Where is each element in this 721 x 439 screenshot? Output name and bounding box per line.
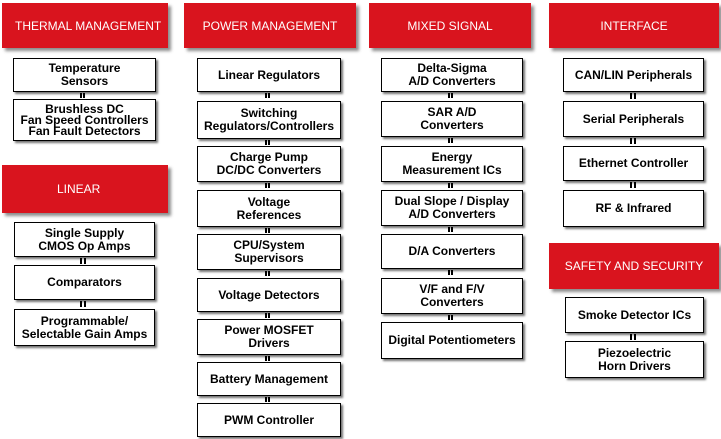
thermal-header: THERMAL MANAGEMENT <box>2 3 168 48</box>
mixed-item-digital-potentiometers: Digital Potentiometers <box>381 322 523 359</box>
linear-item-label: Comparators <box>47 275 122 289</box>
connector <box>448 227 453 232</box>
interface-header: INTERFACE <box>549 3 719 48</box>
mixed-header-label: MIXED SIGNAL <box>407 18 493 33</box>
connector <box>448 138 453 143</box>
interface-item-ethernet: Ethernet Controller <box>563 146 704 181</box>
interface-item-label: CAN/LIN Peripherals <box>574 67 693 82</box>
connector <box>265 397 270 402</box>
linear-header: LINEAR <box>2 165 168 213</box>
connector <box>80 258 86 264</box>
power-header-label: POWER MANAGEMENT <box>202 18 338 33</box>
connector <box>448 315 453 320</box>
connector <box>265 228 270 233</box>
connector <box>265 271 270 276</box>
connector <box>630 93 636 99</box>
connector <box>630 138 636 144</box>
connector <box>265 140 270 145</box>
mixed-item-label: Digital Potentiometers <box>388 333 516 347</box>
connector <box>265 183 270 188</box>
power-header: POWER MANAGEMENT <box>184 3 356 48</box>
interface-header-label: INTERFACE <box>600 18 668 33</box>
safety-item-smoke-detector: Smoke Detector ICs <box>565 297 704 333</box>
mixed-header: MIXED SIGNAL <box>369 3 531 48</box>
thermal-header-label: THERMAL MANAGEMENT <box>15 18 162 33</box>
interface-item-label: Serial Peripherals <box>582 111 685 126</box>
connector <box>630 334 636 340</box>
power-item-label: Battery Management <box>209 371 329 386</box>
mixed-item-da-converters: D/A Converters <box>381 234 523 269</box>
interface-item-label: RF & Infrared <box>595 201 672 215</box>
power-item-linear-regulators: Linear Regulators <box>197 58 341 92</box>
linear-header-label: LINEAR <box>57 182 101 196</box>
safety-header-label: SAFETY AND SECURITY <box>564 259 704 273</box>
connector <box>630 182 636 188</box>
power-item-pwm-controller: PWM Controller <box>197 403 341 437</box>
connector <box>265 313 270 318</box>
mixed-item-label: D/A Converters <box>408 244 496 258</box>
power-item-label: Linear Regulators <box>217 67 321 82</box>
connector <box>448 270 453 275</box>
linear-item-comparators: Comparators <box>14 265 155 300</box>
power-item-voltage-detectors: Voltage Detectors <box>197 278 341 312</box>
interface-item-label: Ethernet Controller <box>578 156 689 170</box>
interface-item-can-lin: CAN/LIN Peripherals <box>563 58 704 92</box>
connector <box>265 93 270 98</box>
safety-item-label: Smoke Detector ICs <box>577 307 692 322</box>
linear-item-programmable-gain: Programmable/Selectable Gain Amps <box>14 309 155 346</box>
power-item-battery-management: Battery Management <box>197 362 341 396</box>
power-item-label: Voltage Detectors <box>218 287 320 302</box>
connector <box>448 183 453 188</box>
interface-item-serial: Serial Peripherals <box>563 101 704 137</box>
connector <box>448 93 453 98</box>
power-item-label: PWM Controller <box>224 412 314 427</box>
connector <box>80 93 85 98</box>
linear-item-label: Programmable/Selectable Gain Amps <box>21 313 148 341</box>
connector <box>265 356 270 361</box>
safety-header: SAFETY AND SECURITY <box>549 243 719 289</box>
interface-item-rf-infrared: RF & Infrared <box>563 190 704 227</box>
connector <box>80 301 86 307</box>
